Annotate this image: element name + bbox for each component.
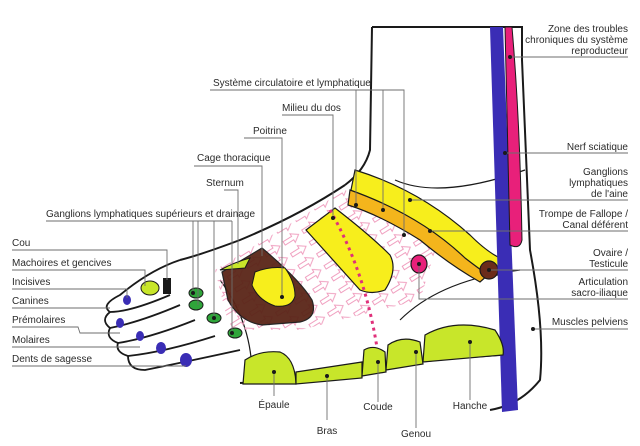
leader-sternum [224,189,239,264]
label-ovaire-2: Testicule [589,259,628,270]
green-point [227,327,243,339]
label-ganglions-sup: Ganglions lymphatiques supérieurs et dra… [46,209,255,220]
hanche-zone [422,324,504,363]
label-milieu-dos: Milieu du dos [282,103,341,114]
label-muscles-pelviens: Muscles pelviens [552,317,628,328]
tooth-point [180,353,192,367]
label-zone-troubles-3: reproducteur [571,46,628,57]
genou-zone [385,338,424,371]
label-ganglions-aine-3: de l'aine [591,189,628,200]
green-point [188,299,204,311]
label-zone-troubles-2: chroniques du système [525,35,628,46]
ankle-front-outline [344,26,373,186]
tooth-point [156,342,166,354]
label-canines: Canines [12,296,49,307]
leader-machoires [12,269,146,286]
sciatic-nerve-band [490,27,518,412]
label-bras: Bras [317,426,338,437]
label-hanche: Hanche [453,401,488,412]
label-cou: Cou [12,238,30,249]
label-ovaire-1: Ovaire / [593,248,628,259]
poitrine-yellow-zone [251,267,296,307]
label-trompe-1: Trompe de Fallope / [539,209,628,220]
leader-systeme [210,89,405,235]
toes [104,259,241,371]
tooth-point [136,331,144,341]
leader-milieu [282,114,334,218]
label-cage-thoracique: Cage thoracique [197,153,271,164]
reproductive-zone-band [504,26,523,248]
cou-black-band [163,278,171,294]
foot-top-outline [179,184,346,261]
label-articulation-1: Articulation [579,277,628,288]
leader-incisives [12,288,128,298]
label-nerf-sciatique: Nerf sciatique [567,142,629,153]
label-trompe-2: Canal déférent [562,220,628,231]
epaule-zone [242,351,297,385]
leader-articulation [418,264,628,300]
green-point [188,287,204,299]
label-sternum: Sternum [206,178,244,189]
label-dents-sagesse: Dents de sagesse [12,354,92,365]
leader-cou [12,249,168,280]
bras-zone [295,361,363,385]
label-genou: Genou [401,429,431,440]
marker-dots [191,55,535,378]
label-incisives: Incisives [12,277,50,288]
leader-premolaires [12,326,120,334]
label-systeme-circulatoire: Système circulatoire et lymphatique [213,78,371,89]
label-premolaires: Prémolaires [12,315,65,326]
tooth-point [116,318,124,328]
cou-lime-zone [219,257,251,271]
label-zone-troubles-1: Zone des troubles [548,24,628,35]
leader-cage [194,165,263,256]
label-articulation-2: sacro-iliaque [571,288,628,299]
jaw-lime-zone [140,280,160,296]
coude-zone [361,346,387,377]
label-coude: Coude [363,402,393,413]
tooth-point [123,295,131,305]
label-ganglions-aine-2: lymphatiques [569,178,628,189]
label-molaires: Molaires [12,335,50,346]
label-ganglions-aine-1: Ganglions [583,167,628,178]
label-poitrine: Poitrine [253,126,287,137]
label-machoires: Machoires et gencives [12,258,112,269]
label-epaule: Épaule [258,398,290,411]
leader-poitrine [244,137,283,297]
